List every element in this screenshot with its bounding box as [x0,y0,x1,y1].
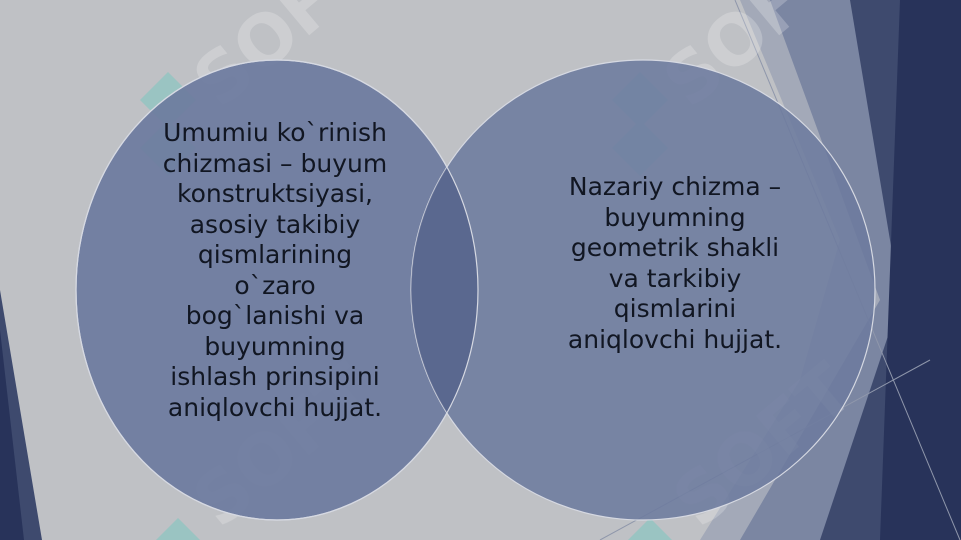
text-line: buyumning [604,202,746,232]
text-line: qismlarini [613,294,737,323]
right-circle-text: Nazariy chizma – buyumning geometrik sha… [500,172,850,355]
text-line: Nazariy chizma – [568,172,782,201]
text-line: ishlash prinsipini [170,362,380,391]
decor-panel-darkest [880,0,961,540]
decor-left-triangle-dark [0,330,24,540]
text-line: buyumning [204,331,346,361]
text-line: aniqlovchi hujjat. [167,392,383,422]
text-line: va tarkibiy [608,263,742,293]
left-circle-outline [75,59,479,521]
text-line: geometrik shakli [570,233,780,262]
left-circle-text: Umumiu ko`rinish chizmasi – buyum konstr… [100,118,450,423]
text-line: chizmasi – buyum [162,148,388,178]
text-line: aniqlovchi hujjat. [567,324,783,354]
text-line: asosiy takibiy [189,209,361,239]
watermark-logo-icon [156,518,200,540]
text-line: o`zaro [234,270,316,300]
text-line: konstruktsiyasi, [177,179,373,208]
watermark-logo-icon [628,518,672,540]
text-line: Umumiu ko`rinish [163,118,387,147]
text-line: bog`lanishi va [185,301,365,330]
text-line: qismlarining [197,240,353,269]
